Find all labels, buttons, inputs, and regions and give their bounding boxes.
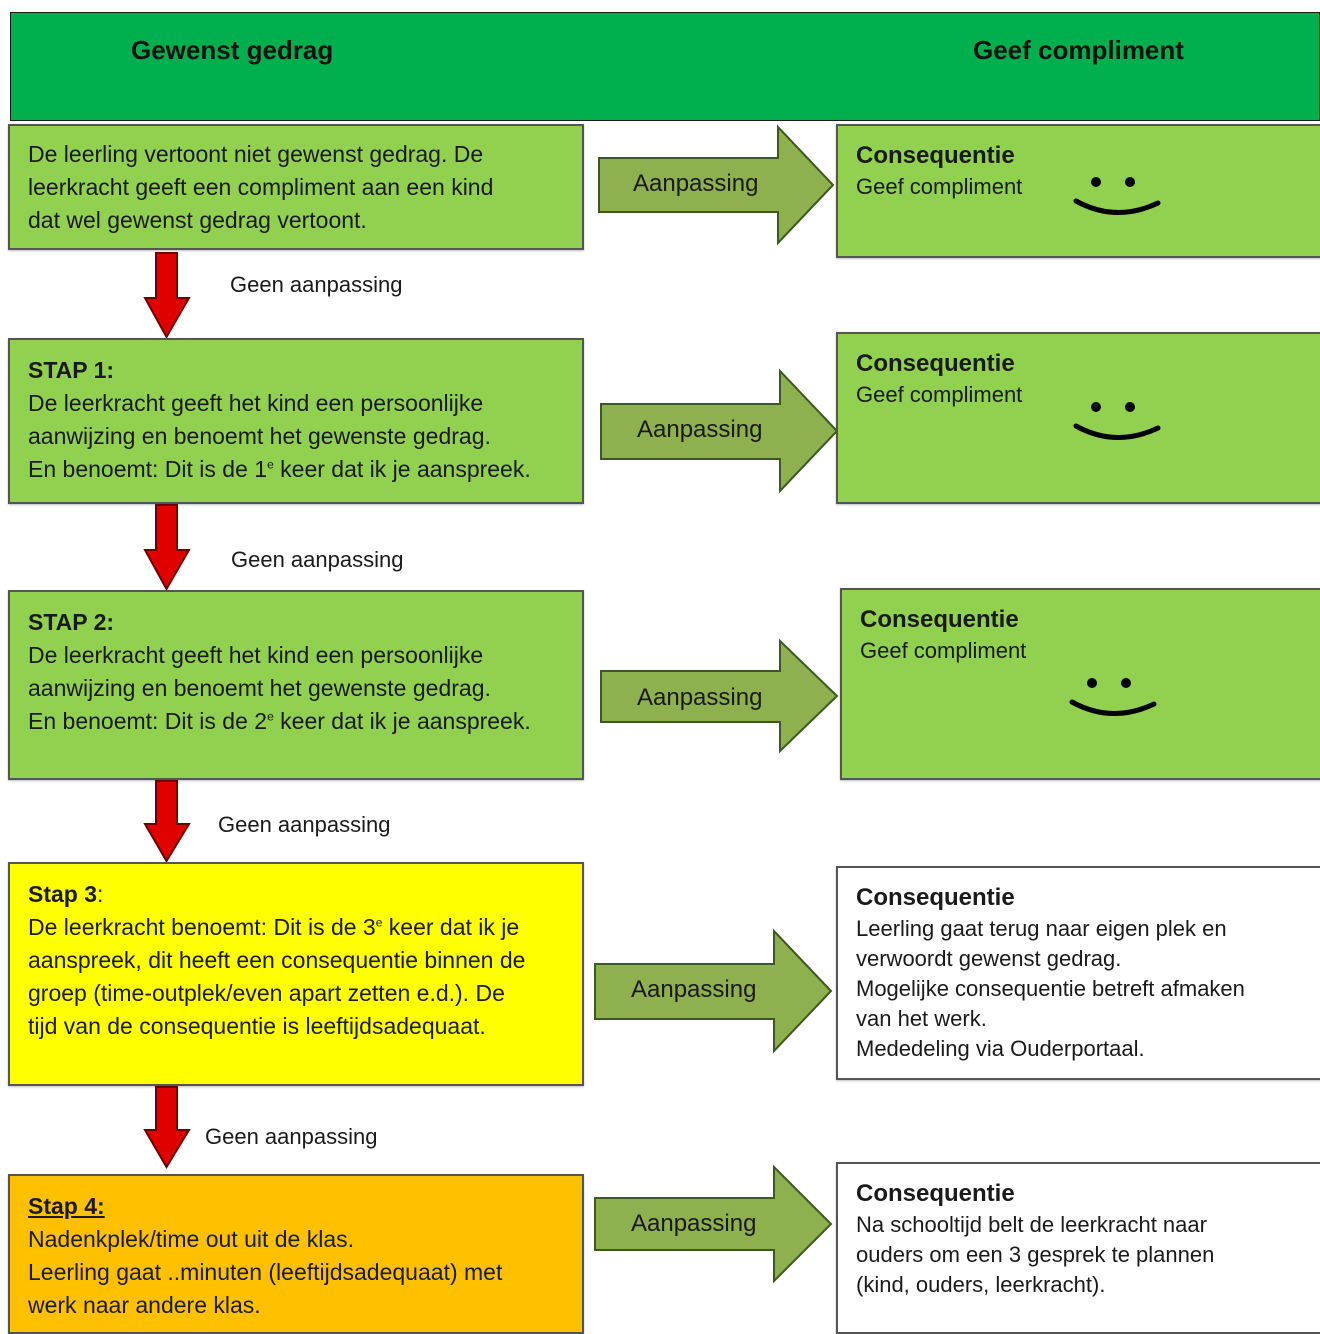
- down-arrow: [143, 780, 191, 863]
- consequence-text: Leerling gaat terug naar eigen plek en v…: [856, 916, 1245, 1061]
- step2-line: En benoemt: Dit is de 2e keer dat ik je …: [28, 708, 531, 734]
- step1-line: aanwijzing en benoemt het gewenste gedra…: [28, 423, 491, 449]
- smiley-icon: [1069, 678, 1157, 716]
- step3-line: De leerkracht benoemt: Dit is de 3e keer…: [28, 914, 520, 940]
- step3-line: aanspreek, dit heeft een consequentie bi…: [28, 947, 526, 973]
- no-change-label: Geen aanpassing: [231, 547, 404, 572]
- right-arrow: [600, 368, 839, 494]
- step3-title: Stap 3: [28, 881, 98, 907]
- intro-line: dat wel gewenst gedrag vertoont.: [28, 207, 367, 233]
- consequence-text: Na schooltijd belt de leerkracht naar ou…: [856, 1212, 1215, 1297]
- step3-box: Stap 3: De leerkracht benoemt: Dit is de…: [8, 862, 584, 1086]
- step4-box: Stap 4: Nadenkplek/time out uit de klas.…: [8, 1174, 584, 1334]
- arrow-label: Aanpassing: [631, 1210, 757, 1237]
- header-left-title: Gewenst gedrag: [131, 35, 334, 65]
- consequence-title: Consequentie: [856, 1180, 1015, 1207]
- smiley-icon: [1073, 177, 1161, 215]
- consequence-box: Consequentie Na schooltijd belt de leerk…: [836, 1162, 1320, 1334]
- step4-title: Stap 4:: [28, 1193, 105, 1219]
- step4-line: Leerling gaat ..minuten (leeftijdsadequa…: [28, 1259, 503, 1285]
- down-arrow: [143, 504, 191, 592]
- header-bar: Gewenst gedrag Geef compliment: [10, 12, 1320, 121]
- intro-line: De leerling vertoont niet gewenst gedrag…: [28, 141, 484, 167]
- consequence-text: Geef compliment: [856, 174, 1023, 199]
- step1-line: De leerkracht geeft het kind een persoon…: [28, 390, 484, 416]
- step3-line: groep (time-outplek/even apart zetten e.…: [28, 980, 505, 1006]
- step1-box: STAP 1: De leerkracht geeft het kind een…: [8, 338, 584, 504]
- right-arrow: [598, 124, 835, 246]
- no-change-label: Geen aanpassing: [230, 272, 403, 297]
- step2-title: STAP 2:: [28, 609, 115, 635]
- consequence-text: Geef compliment: [860, 638, 1027, 663]
- consequence-box: Consequentie Geef compliment: [840, 588, 1320, 780]
- right-arrow: [594, 928, 833, 1054]
- no-change-label: Geen aanpassing: [205, 1124, 378, 1149]
- step1-title: STAP 1:: [28, 357, 115, 383]
- arrow-label: Aanpassing: [637, 416, 763, 443]
- step1-line: En benoemt: Dit is de 1e keer dat ik je …: [28, 456, 531, 482]
- header-right-title: Geef compliment: [973, 35, 1184, 65]
- consequence-title: Consequentie: [856, 350, 1015, 377]
- step4-line: Nadenkplek/time out uit de klas.: [28, 1226, 355, 1252]
- no-change-label: Geen aanpassing: [218, 812, 391, 837]
- consequence-title: Consequentie: [860, 606, 1019, 633]
- right-arrow: [594, 1164, 833, 1284]
- step4-line: werk naar andere klas.: [28, 1292, 261, 1318]
- arrow-label: Aanpassing: [633, 170, 759, 197]
- intro-box: De leerling vertoont niet gewenst gedrag…: [8, 124, 584, 250]
- consequence-title: Consequentie: [856, 142, 1015, 169]
- down-arrow: [143, 252, 191, 340]
- smiley-icon: [1073, 402, 1161, 440]
- arrow-label: Aanpassing: [637, 684, 763, 711]
- consequence-title: Consequentie: [856, 884, 1015, 911]
- step3-line: tijd van de consequentie is leeftijdsade…: [28, 1013, 486, 1039]
- consequence-box: Consequentie Geef compliment: [836, 332, 1320, 504]
- right-arrow: [600, 638, 839, 754]
- consequence-box: Consequentie Geef compliment: [836, 124, 1320, 258]
- consequence-text: Geef compliment: [856, 382, 1023, 407]
- intro-line: leerkracht geeft een compliment aan een …: [28, 174, 494, 200]
- step2-line: De leerkracht geeft het kind een persoon…: [28, 642, 484, 668]
- step2-line: aanwijzing en benoemt het gewenste gedra…: [28, 675, 491, 701]
- down-arrow: [143, 1086, 191, 1169]
- step2-box: STAP 2: De leerkracht geeft het kind een…: [8, 590, 584, 780]
- arrow-label: Aanpassing: [631, 976, 757, 1003]
- consequence-box: Consequentie Leerling gaat terug naar ei…: [836, 866, 1320, 1080]
